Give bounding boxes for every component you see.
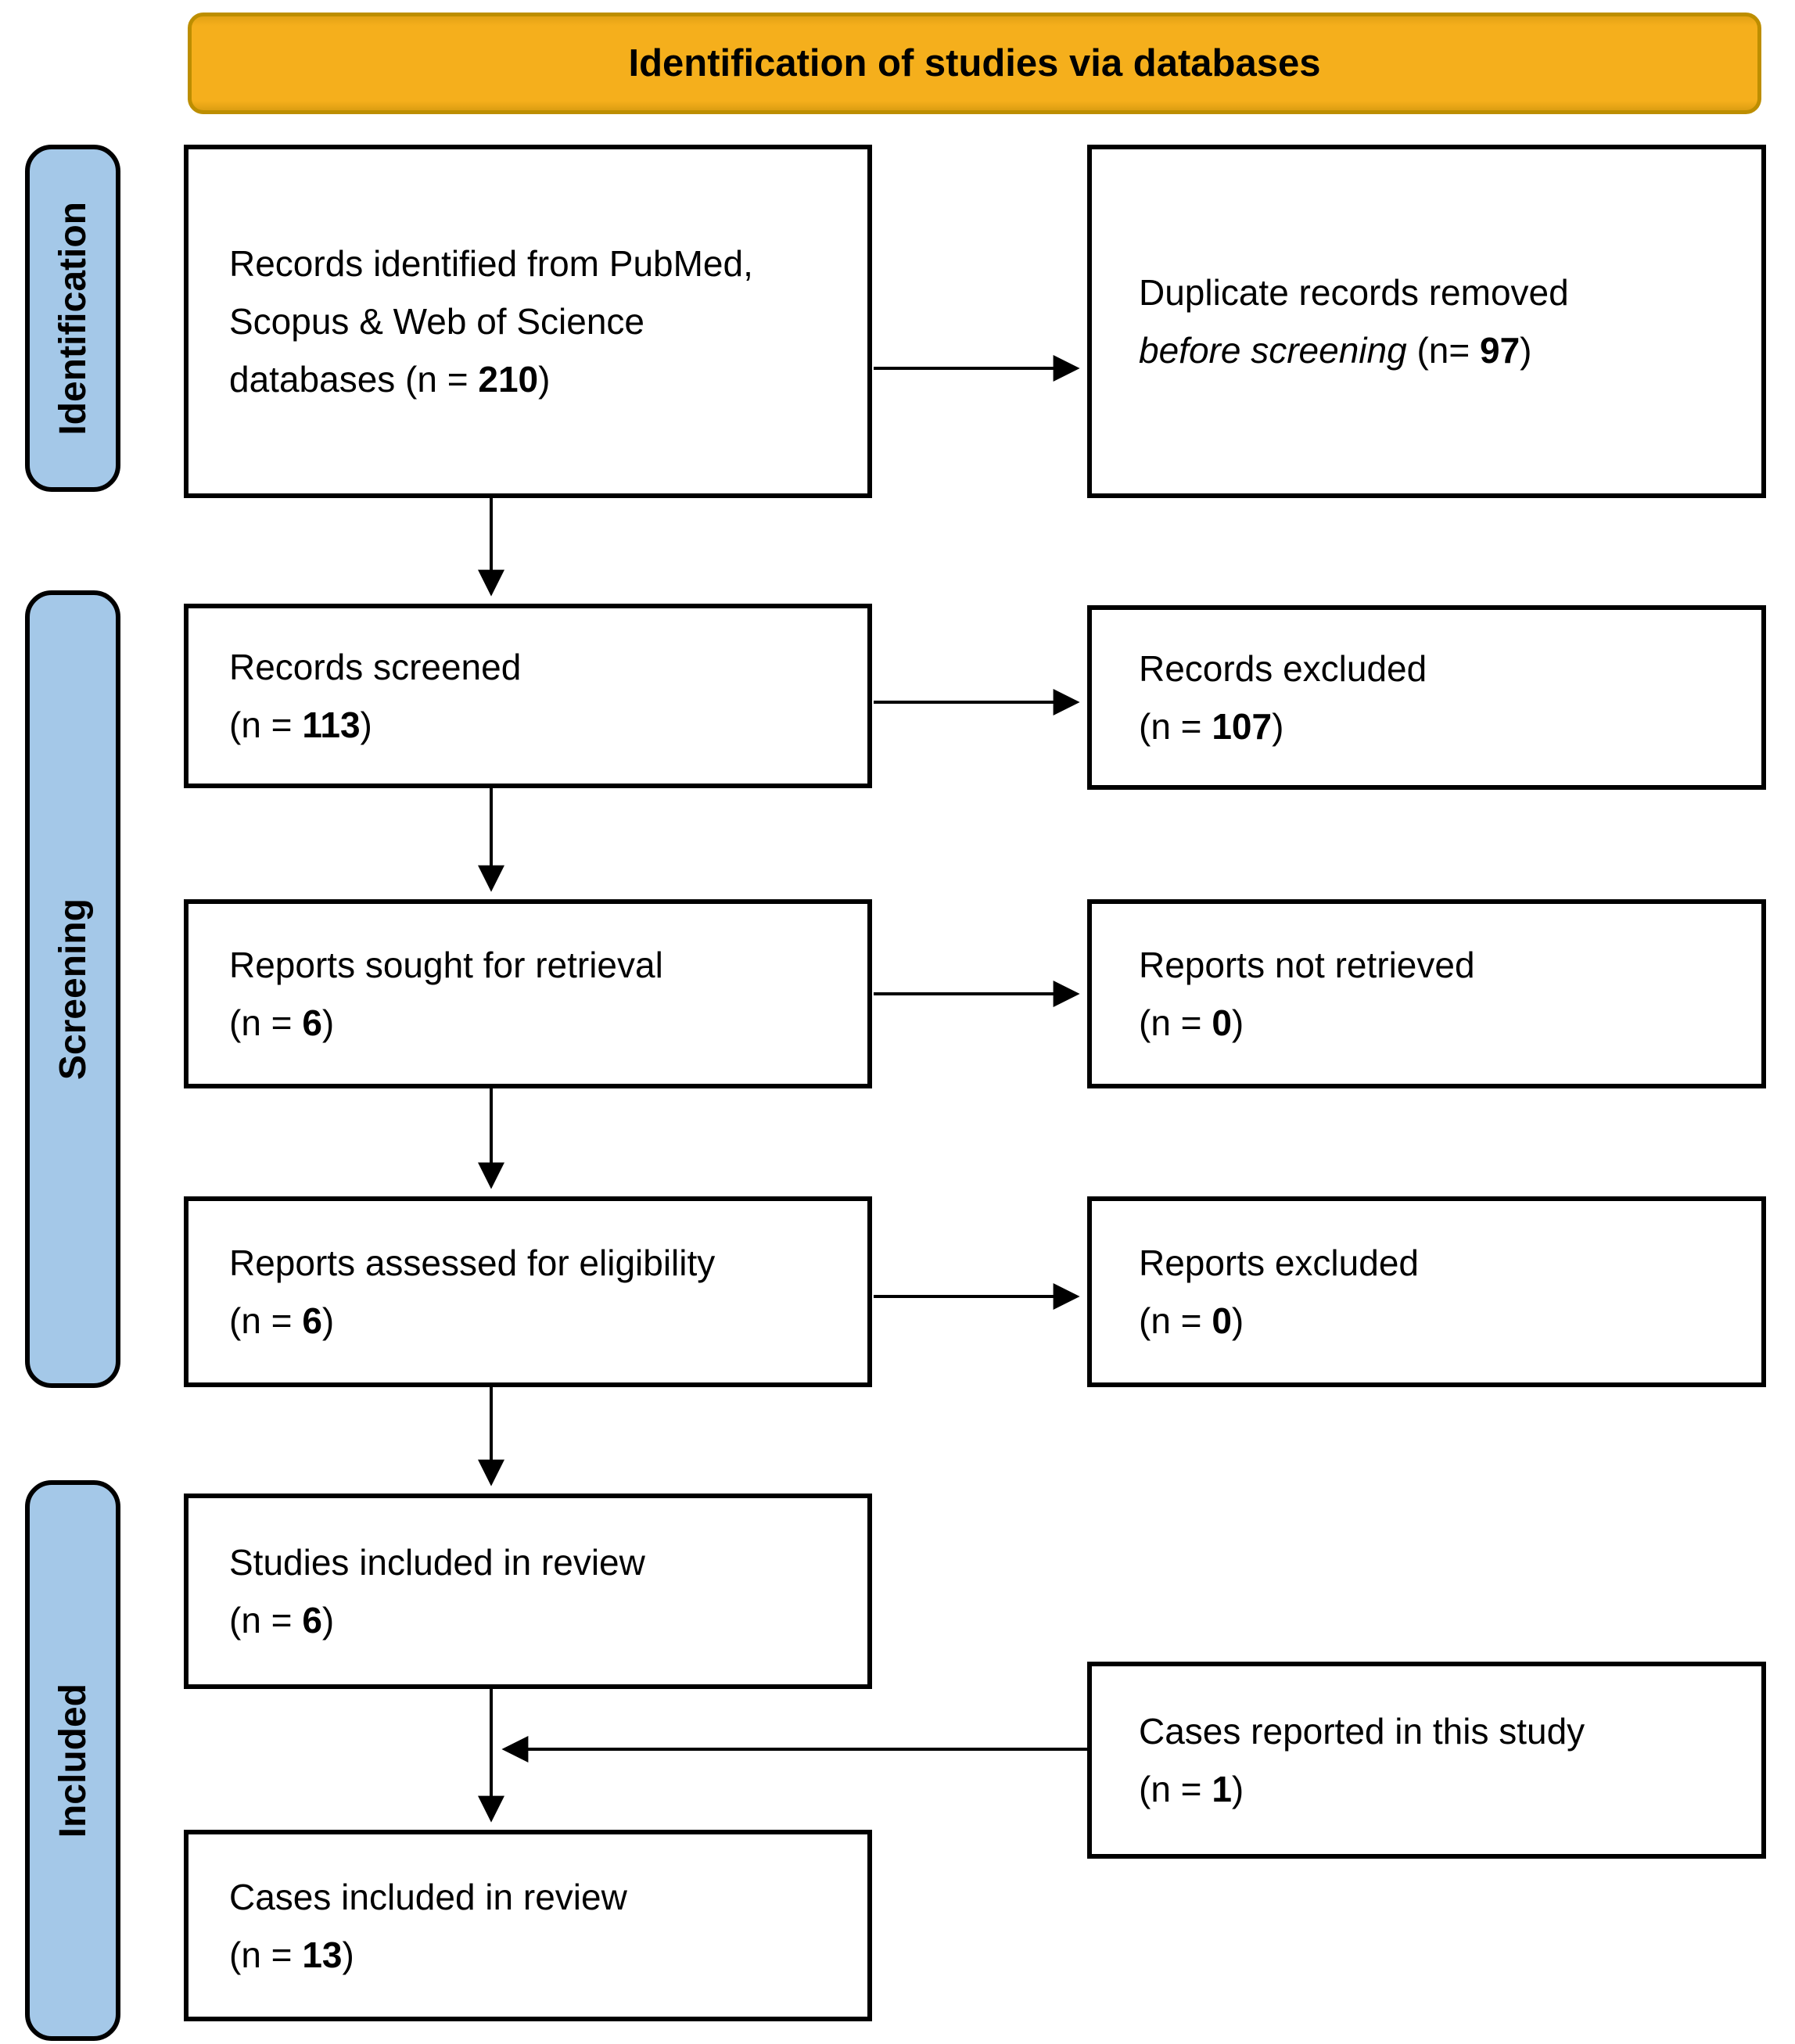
stage-ribbon-included: Included xyxy=(25,1480,120,2041)
box-records-excluded: Records excluded(n = 107) xyxy=(1087,605,1766,790)
box-reports-sought: Reports sought for retrieval(n = 6) xyxy=(184,899,872,1088)
box-reports-not-retrieved: Reports not retrieved(n = 0) xyxy=(1087,899,1766,1088)
stage-label: Screening xyxy=(52,898,94,1081)
stage-label: Included xyxy=(52,1683,94,1838)
box-studies-included: Studies included in review(n = 6) xyxy=(184,1494,872,1689)
box-reports-excluded: Reports excluded(n = 0) xyxy=(1087,1196,1766,1387)
box-cases-reported: Cases reported in this study(n = 1) xyxy=(1087,1662,1766,1859)
box-reports-assessed: Reports assessed for eligibility(n = 6) xyxy=(184,1196,872,1387)
stage-ribbon-identification: Identification xyxy=(25,145,120,492)
stage-ribbon-screening: Screening xyxy=(25,590,120,1388)
box-records-identified: Records identified from PubMed,Scopus & … xyxy=(184,145,872,498)
banner-label: Identification of studies via databases xyxy=(628,42,1321,84)
stage-label: Identification xyxy=(52,201,94,436)
box-records-screened: Records screened(n = 113) xyxy=(184,604,872,788)
banner-identification-of-studies: Identification of studies via databases xyxy=(188,13,1761,114)
box-cases-included: Cases included in review(n = 13) xyxy=(184,1830,872,2021)
